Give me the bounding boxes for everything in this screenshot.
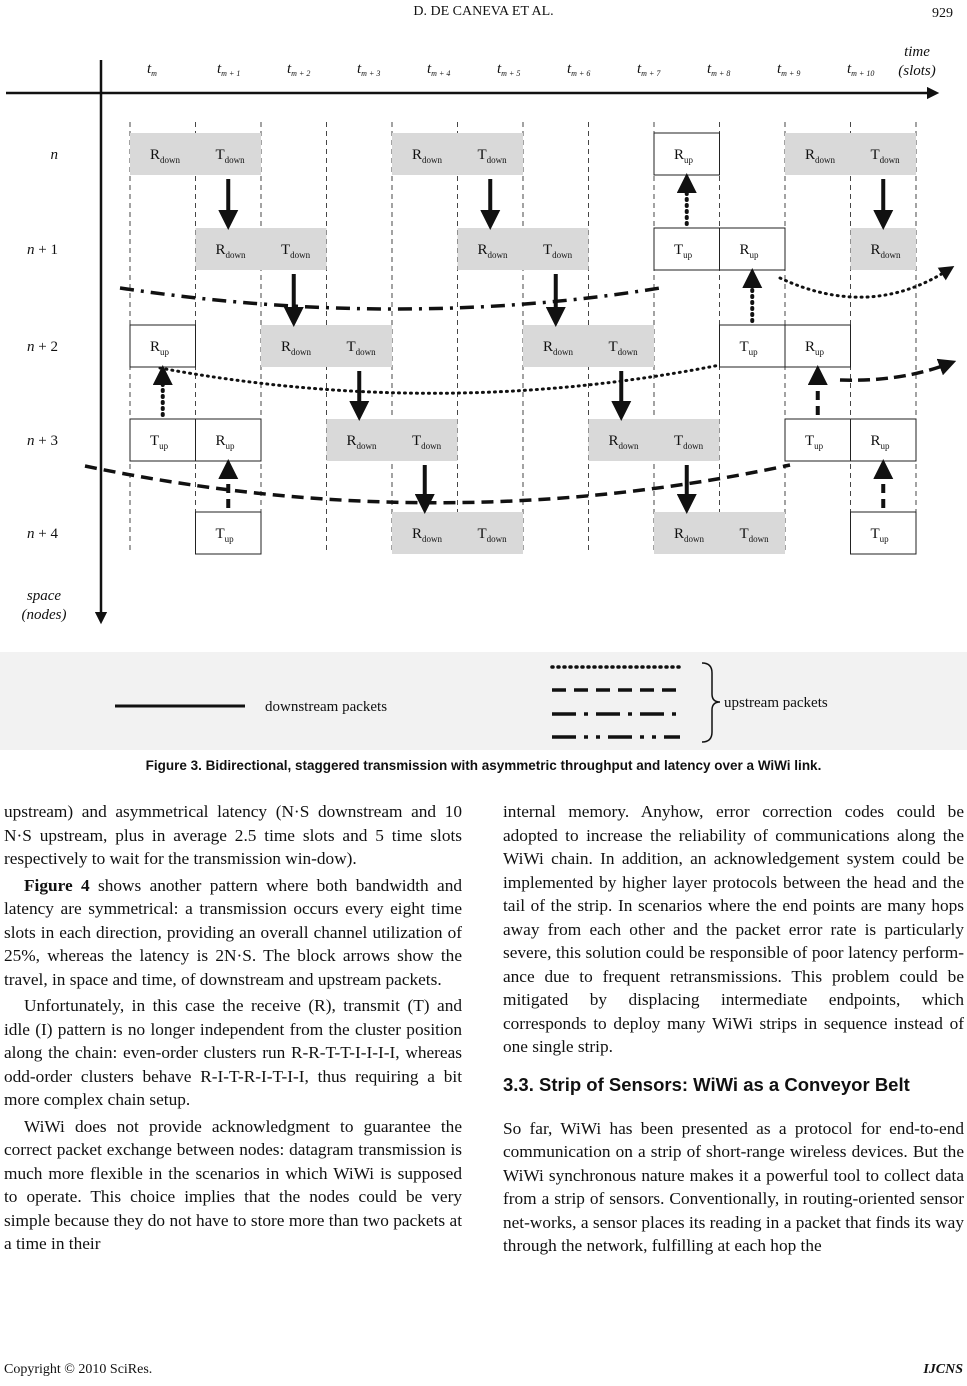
slot-label: tm + 2 (287, 61, 310, 78)
paragraph: Figure 4 shows another pattern where bot… (4, 875, 462, 989)
schedule-cell (457, 512, 523, 554)
slot-label: tm + 10 (847, 61, 874, 78)
upstream-path (778, 265, 955, 299)
schedule-cell (129, 418, 196, 462)
space-axis-label: (nodes) (22, 607, 67, 623)
paragraph: Unfortunately, in this case the receive … (4, 996, 462, 1109)
paragraph: WiWi does not provide acknowledgment to … (4, 1116, 462, 1254)
page-number: 929 (932, 6, 953, 21)
node-label: n + 1 (27, 242, 58, 258)
legend: downstream packets upstream packets (0, 652, 967, 750)
hop-arrows (152, 173, 894, 514)
schedule-cell (195, 418, 262, 462)
schedule-cell (326, 419, 392, 461)
schedule-cell (653, 132, 720, 176)
slot-label: tm + 6 (567, 61, 590, 78)
slot-label: tm + 4 (427, 61, 450, 78)
slot-label: tm + 1 (217, 61, 240, 78)
schedule-cell (195, 228, 261, 270)
section-heading: 3.3. Strip of Sensors: WiWi as a Conveyo… (503, 1073, 910, 1095)
right-column: internal memory. Anyhow, error correctio… (503, 800, 964, 1261)
schedule-cell (653, 227, 720, 271)
paragraph: upstream) and asymmetrical latency (N·S … (4, 802, 462, 868)
schedule-cell (130, 133, 196, 175)
schedule-cell (850, 511, 917, 555)
slot-label: tm + 8 (707, 61, 730, 78)
upstream-path (839, 358, 957, 382)
time-axis-label: time (904, 44, 930, 60)
schedule-cell (392, 133, 458, 175)
legend-brace (701, 662, 721, 743)
left-column: upstream) and asymmetrical latency (N·S … (4, 800, 462, 1259)
node-label: n + 2 (27, 339, 58, 355)
legend-background (0, 652, 967, 750)
downstream-legend-label: downstream packets (265, 699, 387, 715)
schedule-cell (850, 133, 916, 175)
upstream-legend-label: upstream packets (724, 695, 828, 711)
schedule-cell (719, 512, 785, 554)
schedule-cell (719, 227, 786, 271)
schedule-cell (195, 511, 262, 555)
schedule-cell (392, 512, 458, 554)
schedule-cell (261, 325, 327, 367)
time-axis-label: (slots) (898, 63, 936, 79)
figure-caption: Figure 3. Bidirectional, staggered trans… (145, 758, 822, 773)
schedule-cell (457, 133, 523, 175)
schedule-cell (850, 228, 916, 270)
axes (6, 60, 940, 625)
packet-paths (84, 265, 957, 505)
node-label: n (51, 147, 59, 163)
schedule-cell (588, 419, 654, 461)
slot-label: tm + 3 (357, 61, 380, 78)
schedule-cell (129, 324, 196, 368)
upstream-path (158, 363, 722, 395)
schedule-cell (523, 228, 589, 270)
schedule-cell (195, 133, 261, 175)
slot-label: tm (147, 61, 157, 78)
slot-label: tm + 9 (777, 61, 800, 78)
schedule-cell (785, 133, 851, 175)
slot-label: tm + 5 (497, 61, 520, 78)
schedule-cell (588, 325, 654, 367)
schedule-cell (392, 419, 458, 461)
copyright: Copyright © 2010 SciRes. (4, 1362, 153, 1377)
paragraph: internal memory. Anyhow, error correctio… (503, 802, 964, 1056)
schedule-cell (850, 418, 917, 462)
schedule-cell (654, 512, 720, 554)
running-head: D. DE CANEVA ET AL. (413, 4, 554, 19)
paragraph: So far, WiWi has been presented as a pro… (503, 1118, 964, 1256)
figure-reference[interactable]: Figure 4 (24, 875, 90, 895)
schedule-cell (719, 324, 786, 368)
schedule-cell (326, 325, 392, 367)
space-axis-label: space (27, 588, 61, 604)
schedule-cell (784, 324, 851, 368)
schedule-cell (654, 419, 720, 461)
schedule-cell (261, 228, 327, 270)
schedule-cell (457, 228, 523, 270)
slot-label: tm + 7 (637, 61, 661, 78)
upstream-path (119, 286, 661, 311)
node-label: n + 3 (27, 433, 58, 449)
schedule-cell (523, 325, 589, 367)
upstream-path (84, 463, 791, 505)
journal-name: IJCNS (923, 1362, 963, 1377)
node-label: n + 4 (27, 526, 58, 542)
page-header: D. DE CANEVA ET AL. 929 (0, 4, 967, 26)
schedule-cell (784, 418, 851, 462)
